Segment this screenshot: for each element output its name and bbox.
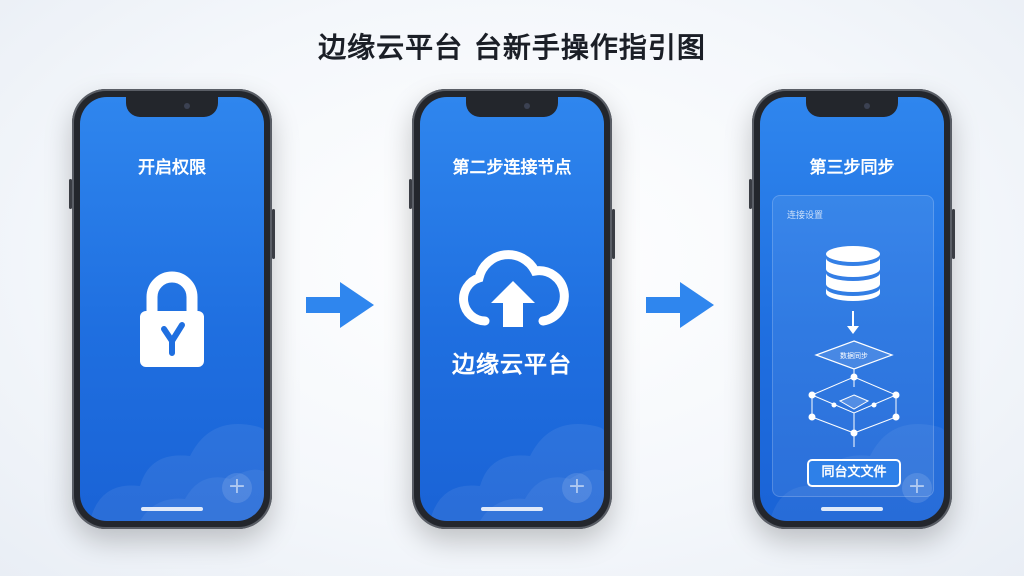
step-title: 开启权限 <box>138 158 206 178</box>
phone-step-1: 开启权限 + <box>69 89 275 529</box>
cloud-upload-icon <box>459 250 569 327</box>
volume-button <box>409 179 412 209</box>
home-indicator <box>481 507 543 511</box>
phone-screen: 开启权限 + <box>80 97 264 521</box>
step-title: 第三步同步 <box>809 158 895 178</box>
phone-step-2: 第二步连接节点 边缘云平台 + <box>409 89 615 529</box>
arrow-down-icon <box>847 311 859 334</box>
notch <box>126 97 218 117</box>
phone-screen: 第三步同步 连接设置 数据同步 <box>760 97 944 521</box>
volume-button <box>749 179 752 209</box>
database-icon <box>826 246 880 301</box>
sync-files-button[interactable]: 同台文文件 <box>807 459 901 487</box>
home-indicator <box>141 507 203 511</box>
notch <box>806 97 898 117</box>
sync-network-diagram: 数据同步 <box>808 340 900 447</box>
step-title: 第二步连接节点 <box>452 158 572 178</box>
add-button[interactable]: + <box>562 473 592 503</box>
panel-label: 连接设置 <box>787 211 824 221</box>
home-indicator <box>821 507 883 511</box>
notch <box>466 97 558 117</box>
phone-screen: 第二步连接节点 边缘云平台 + <box>420 97 604 521</box>
power-button <box>272 209 275 259</box>
arrow-right-icon <box>306 282 374 328</box>
arrow-right-icon <box>646 282 714 328</box>
sync-panel: 连接设置 <box>772 195 934 497</box>
power-button <box>952 209 955 259</box>
power-button <box>612 209 615 259</box>
diagram-label: 数据同步 <box>840 351 868 360</box>
add-button[interactable]: + <box>902 473 932 503</box>
page-title: 边缘云平台 台新手操作指引图 <box>318 31 706 64</box>
add-button[interactable]: + <box>222 473 252 503</box>
lock-icon <box>140 271 204 367</box>
phone-step-3: 第三步同步 连接设置 数据同步 <box>749 89 955 529</box>
brand-name: 边缘云平台 <box>452 352 572 378</box>
volume-button <box>69 179 72 209</box>
